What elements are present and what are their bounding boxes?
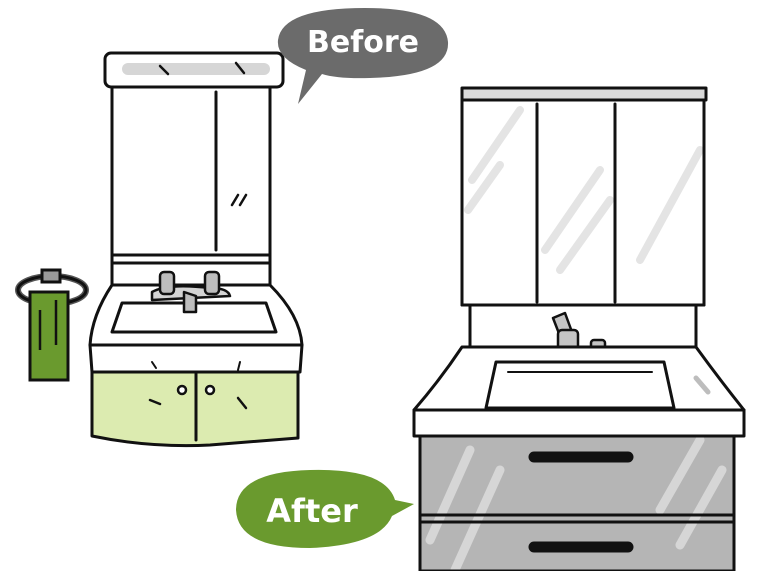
after-label: After [266, 492, 358, 530]
drawer-handle-icon [528, 541, 634, 553]
drawer-handle-icon [528, 451, 634, 463]
before-speech-bubble: Before [277, 8, 449, 104]
faucet-icon [150, 270, 232, 314]
old-vanity [88, 51, 304, 448]
old-basin [110, 301, 278, 334]
new-vanity [412, 86, 746, 571]
old-light-strip [122, 63, 270, 75]
old-mirror [110, 85, 272, 257]
before-label: Before [307, 25, 419, 60]
new-basin [484, 360, 676, 410]
speech-bubble-icon [277, 8, 449, 104]
towel-icon [28, 290, 70, 382]
speech-bubble-icon [236, 469, 414, 548]
after-speech-bubble: After [236, 469, 414, 548]
